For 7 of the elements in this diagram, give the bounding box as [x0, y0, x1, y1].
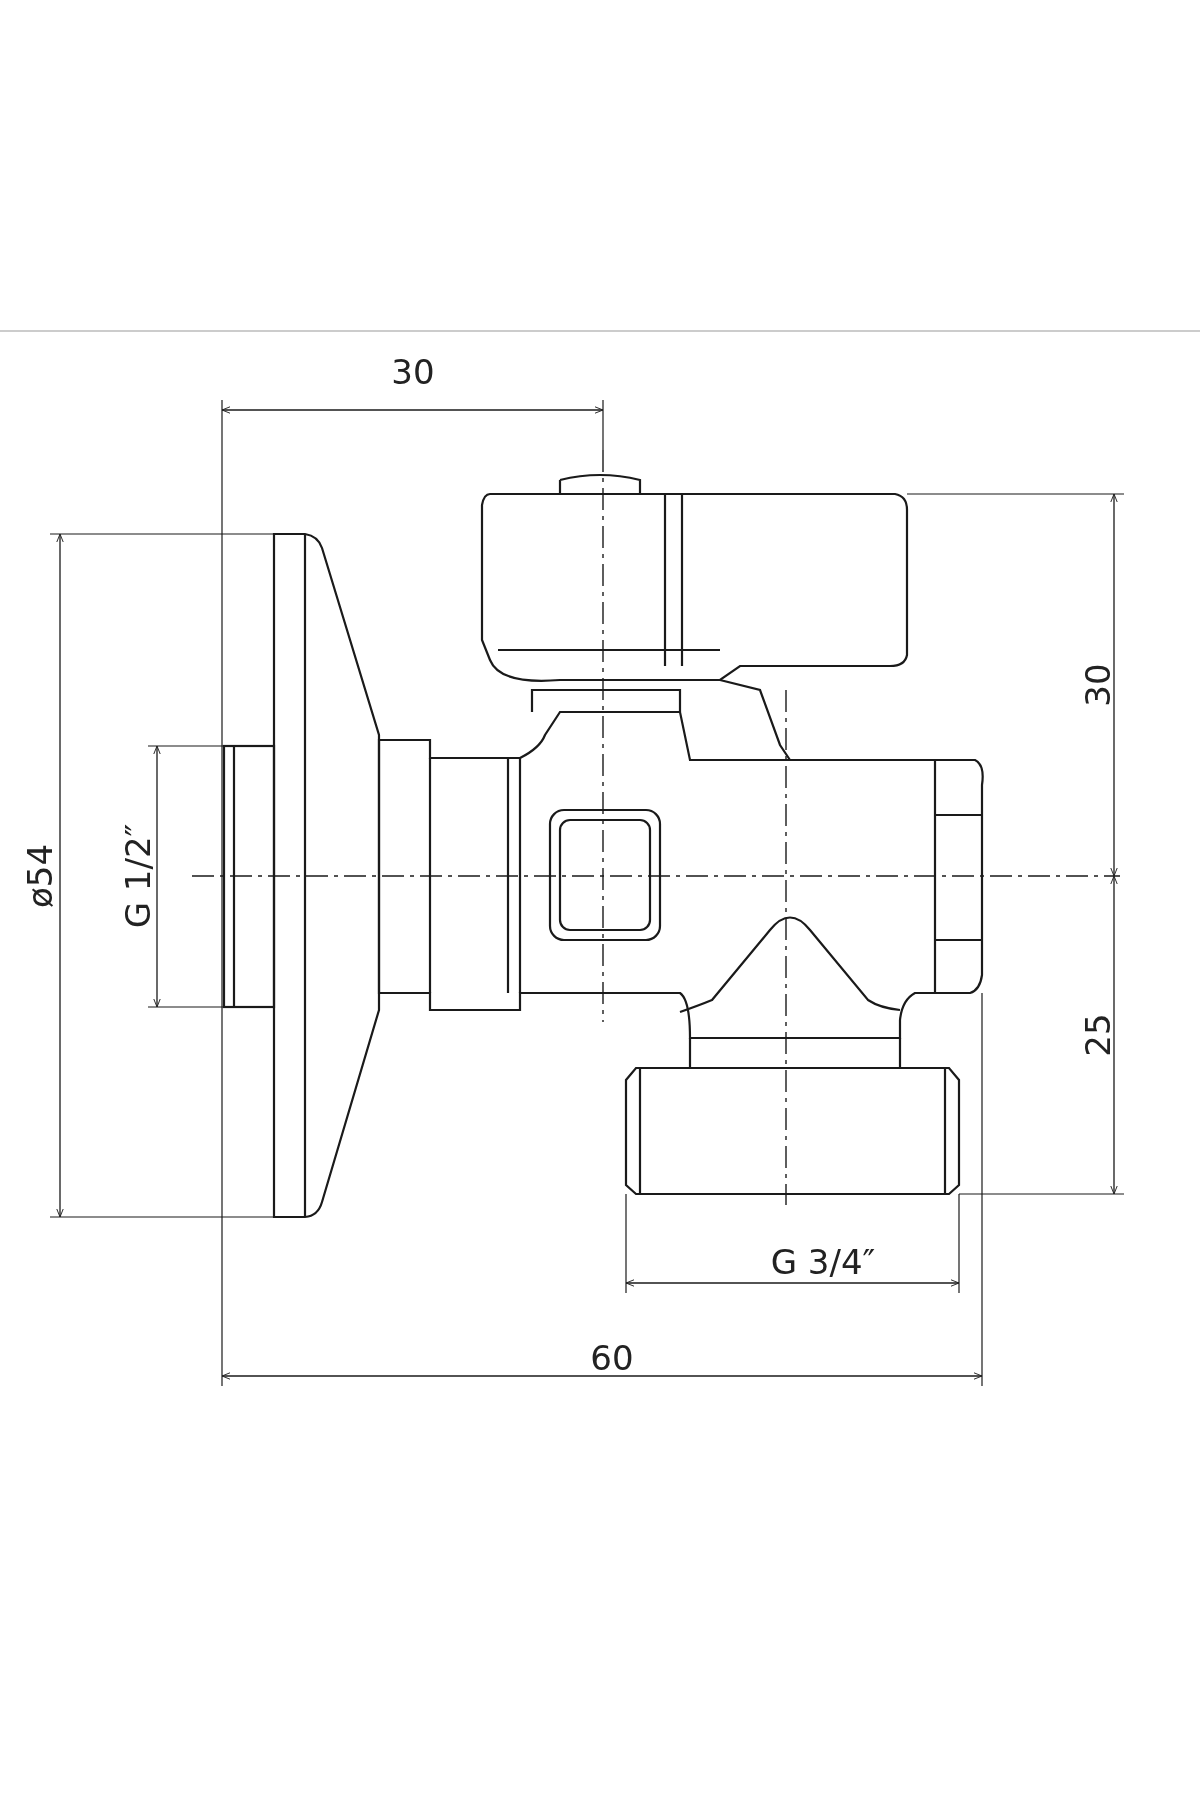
dimension-label: 30: [391, 355, 435, 389]
dimension-label: 30: [1081, 663, 1115, 707]
dimension-label: G 1/2″: [121, 823, 155, 929]
dimension-label: G 3/4″: [770, 1245, 876, 1279]
dimension-label: ø54: [23, 843, 57, 909]
dimension-label: 25: [1081, 1013, 1115, 1057]
dimension-label: 60: [590, 1341, 634, 1375]
